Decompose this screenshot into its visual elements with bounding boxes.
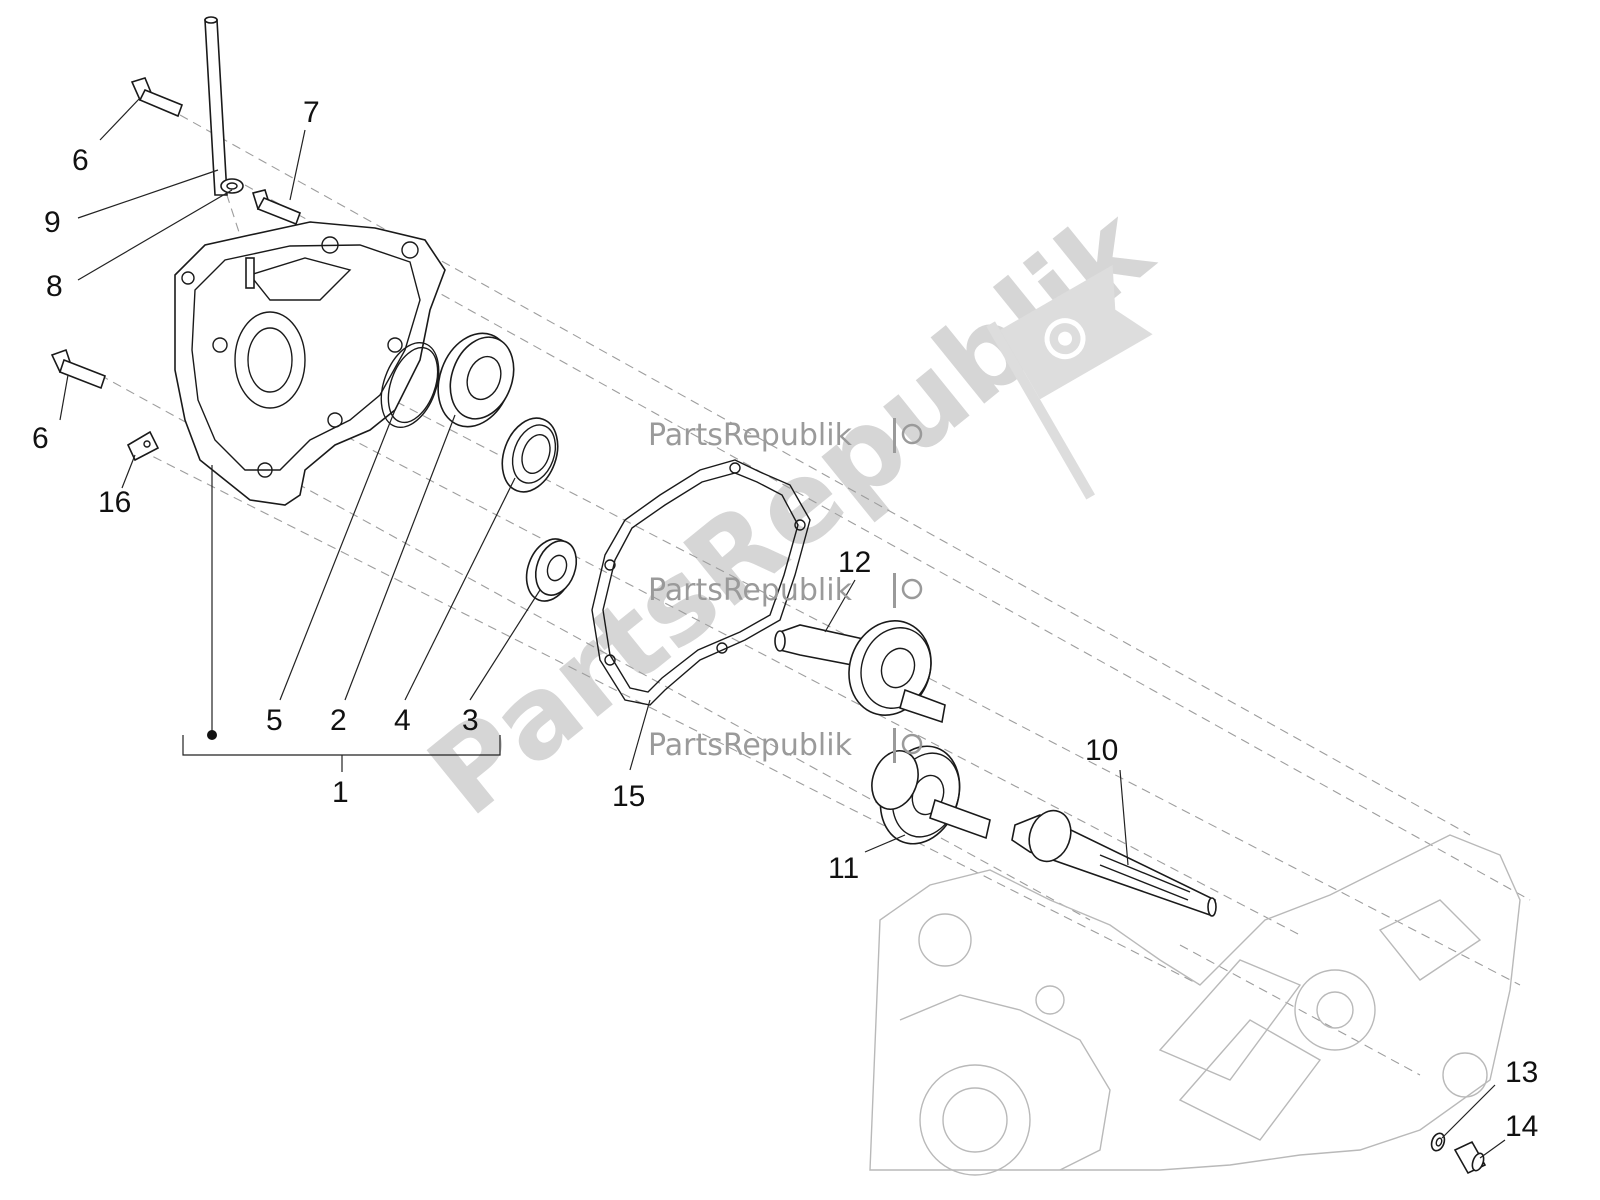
callout-labels: 6 7 9 8 6 16 5 2 4 3 1 15 12 10 11 13 14 <box>32 96 1538 1143</box>
clamp-8 <box>220 178 244 194</box>
callout-7: 7 <box>303 96 320 129</box>
bolt-6-lower <box>50 348 106 390</box>
watermark-small-text: PartsRepublik <box>648 728 853 763</box>
callout-1: 1 <box>332 776 349 809</box>
callout-13: 13 <box>1505 1056 1538 1089</box>
oil-seal-4 <box>501 417 559 493</box>
circlip-5 <box>380 342 440 428</box>
watermark-gear-icon <box>901 733 923 755</box>
watermark-small-2: PartsRepublik <box>648 573 923 608</box>
watermark-small-text: PartsRepublik <box>648 418 853 453</box>
callout-6-lower: 6 <box>32 422 49 455</box>
kit-dot <box>207 730 217 740</box>
callout-3: 3 <box>462 704 479 737</box>
washer-13 <box>1430 1132 1446 1152</box>
callout-8: 8 <box>46 270 63 303</box>
vent-pipe-9 <box>204 16 228 196</box>
watermark-small-3: PartsRepublik <box>648 728 923 763</box>
watermark-gear-icon <box>901 578 923 600</box>
transmission-cover <box>174 221 446 506</box>
callout-15: 15 <box>612 780 645 813</box>
output-shaft-10 <box>1011 809 1217 917</box>
callout-16: 16 <box>98 486 131 519</box>
callout-9: 9 <box>44 206 61 239</box>
bolt-6-upper <box>130 77 184 118</box>
watermark-small-1: PartsRepublik <box>648 418 923 453</box>
watermark-small-text: PartsRepublik <box>648 573 853 608</box>
watermark-large-flag-icon <box>986 265 1153 500</box>
callout-12: 12 <box>838 546 871 579</box>
gasket-15 <box>591 459 811 706</box>
bearing-2 <box>437 332 515 428</box>
gear-11 <box>871 745 991 845</box>
bearing-3 <box>525 538 578 602</box>
callout-11: 11 <box>828 852 859 885</box>
bolt-7 <box>251 189 302 226</box>
callout-14: 14 <box>1505 1110 1538 1143</box>
clip-16 <box>126 430 160 462</box>
callout-5: 5 <box>266 704 283 737</box>
leader-lines <box>59 97 1506 1159</box>
callout-2: 2 <box>330 704 347 737</box>
watermark-gear-icon <box>901 423 923 445</box>
callout-10: 10 <box>1085 734 1118 767</box>
callout-6-upper: 6 <box>72 144 89 177</box>
crankcase-housing <box>869 834 1521 1176</box>
kit-bracket-1 <box>182 730 501 772</box>
callout-4: 4 <box>394 704 411 737</box>
gear-shaft-12 <box>774 620 946 724</box>
